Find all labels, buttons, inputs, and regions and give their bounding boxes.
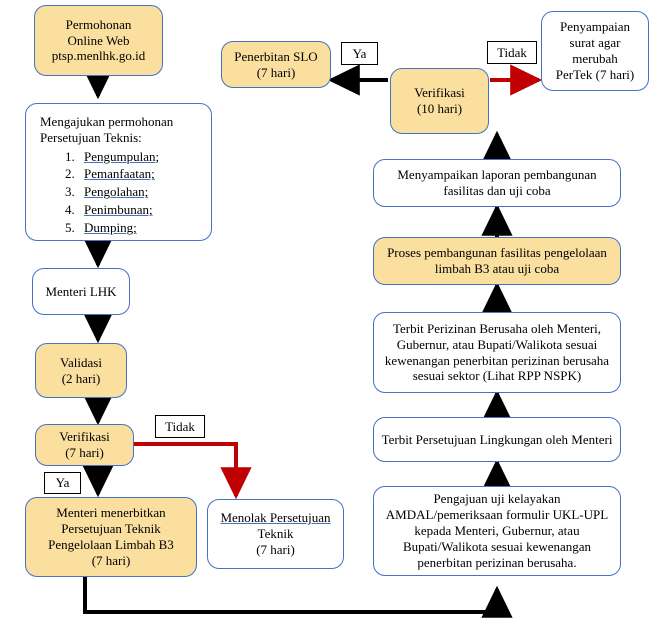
- node-menolak-persetujuan[interactable]: Menolak Persetujuan Teknik (7 hari): [207, 499, 344, 569]
- list-item-label: Pengumpulan;: [84, 148, 160, 164]
- node-menolak-persetujuan-line1: Menolak Persetujuan: [220, 510, 331, 525]
- node-pengajuan-uji-kelayakan-label: Pengajuan uji kelayakan AMDAL/pemeriksaa…: [385, 491, 609, 570]
- node-terbit-perizinan-berusaha[interactable]: Terbit Perizinan Berusaha oleh Menteri, …: [373, 312, 621, 393]
- node-proses-pembangunan[interactable]: Proses pembangunan fasilitas pengelolaan…: [373, 237, 621, 285]
- list-item-label: Penimbunan;: [84, 202, 153, 218]
- edge-label-verifikasi10-tidak: Tidak: [487, 41, 537, 64]
- node-menteri-lhk-label: Menteri LHK: [45, 283, 117, 299]
- list-item[interactable]: Pengolahan;: [78, 183, 201, 201]
- node-terbit-persetujuan-lingkungan-label: Terbit Persetujuan Lingkungan oleh Mente…: [381, 431, 613, 447]
- list-item[interactable]: Pemanfaatan;: [78, 165, 201, 183]
- node-penyampaian-surat-label: Penyampaian surat agar merubah PerTek (7…: [555, 19, 635, 82]
- edge-label-verifikasi10-ya: Ya: [341, 42, 378, 65]
- edge-bottom-loop-to-pengajuan: [83, 577, 513, 618]
- edge-label-verifikasi7-ya: Ya: [44, 472, 81, 494]
- node-verifikasi-10-label: Verifikasi (10 hari): [414, 85, 465, 116]
- node-validasi[interactable]: Validasi (2 hari): [35, 343, 127, 398]
- node-permohonan-online[interactable]: Permohonan Online Web ptsp.menlhk.go.id: [34, 5, 163, 76]
- edge-label-verifikasi7-tidak: Tidak: [155, 415, 205, 438]
- node-validasi-label: Validasi (2 hari): [60, 354, 102, 386]
- edge-label-verifikasi10-ya-text: Ya: [352, 45, 367, 61]
- persetujuan-teknis-list: Pengumpulan; Pemanfaatan; Pengolahan; Pe…: [40, 148, 201, 238]
- node-menteri-menerbitkan-label: Menteri menerbitkan Persetujuan Teknik P…: [48, 505, 174, 568]
- edge-label-verifikasi7-tidak-text: Tidak: [165, 418, 195, 434]
- node-menyampaikan-laporan-label: Menyampaikan laporan pembangunan fasilit…: [397, 167, 597, 198]
- list-item-label: Dumping;: [84, 220, 137, 236]
- edge-label-verifikasi7-ya-text: Ya: [55, 475, 70, 490]
- node-terbit-perizinan-berusaha-label: Terbit Perizinan Berusaha oleh Menteri, …: [384, 320, 610, 384]
- edge-verifikasi7-tidak-to-menolak: [134, 442, 252, 500]
- edge-label-verifikasi10-tidak-text: Tidak: [497, 44, 527, 60]
- node-proses-pembangunan-label: Proses pembangunan fasilitas pengelolaan…: [387, 245, 607, 276]
- node-menolak-persetujuan-line2: Teknik: [257, 525, 294, 541]
- list-item[interactable]: Dumping;: [78, 219, 201, 237]
- node-menteri-lhk[interactable]: Menteri LHK: [32, 268, 130, 315]
- node-terbit-persetujuan-lingkungan[interactable]: Terbit Persetujuan Lingkungan oleh Mente…: [373, 417, 621, 462]
- node-penerbitan-slo-label: Penerbitan SLO (7 hari): [234, 48, 318, 80]
- node-verifikasi-7[interactable]: Verifikasi (7 hari): [35, 424, 134, 466]
- node-permohonan-online-label: Permohonan Online Web ptsp.menlhk.go.id: [51, 16, 146, 64]
- node-penerbitan-slo[interactable]: Penerbitan SLO (7 hari): [221, 41, 331, 88]
- node-verifikasi-7-label: Verifikasi (7 hari): [59, 429, 110, 460]
- node-menyampaikan-laporan[interactable]: Menyampaikan laporan pembangunan fasilit…: [373, 159, 621, 207]
- node-penyampaian-surat[interactable]: Penyampaian surat agar merubah PerTek (7…: [541, 11, 649, 91]
- node-menolak-persetujuan-line3: (7 hari): [256, 541, 295, 557]
- node-verifikasi-10[interactable]: Verifikasi (10 hari): [390, 68, 489, 134]
- list-item-label: Pemanfaatan;: [84, 166, 155, 182]
- node-menteri-menerbitkan[interactable]: Menteri menerbitkan Persetujuan Teknik P…: [25, 497, 197, 577]
- node-mengajukan-permohonan-lead: Mengajukan permohonan Persetujuan Teknis…: [40, 114, 174, 146]
- list-item[interactable]: Pengumpulan;: [78, 148, 201, 166]
- node-pengajuan-uji-kelayakan[interactable]: Pengajuan uji kelayakan AMDAL/pemeriksaa…: [373, 486, 621, 576]
- list-item[interactable]: Penimbunan;: [78, 201, 201, 219]
- list-item-label: Pengolahan;: [84, 184, 149, 200]
- node-mengajukan-permohonan[interactable]: Mengajukan permohonan Persetujuan Teknis…: [25, 103, 212, 241]
